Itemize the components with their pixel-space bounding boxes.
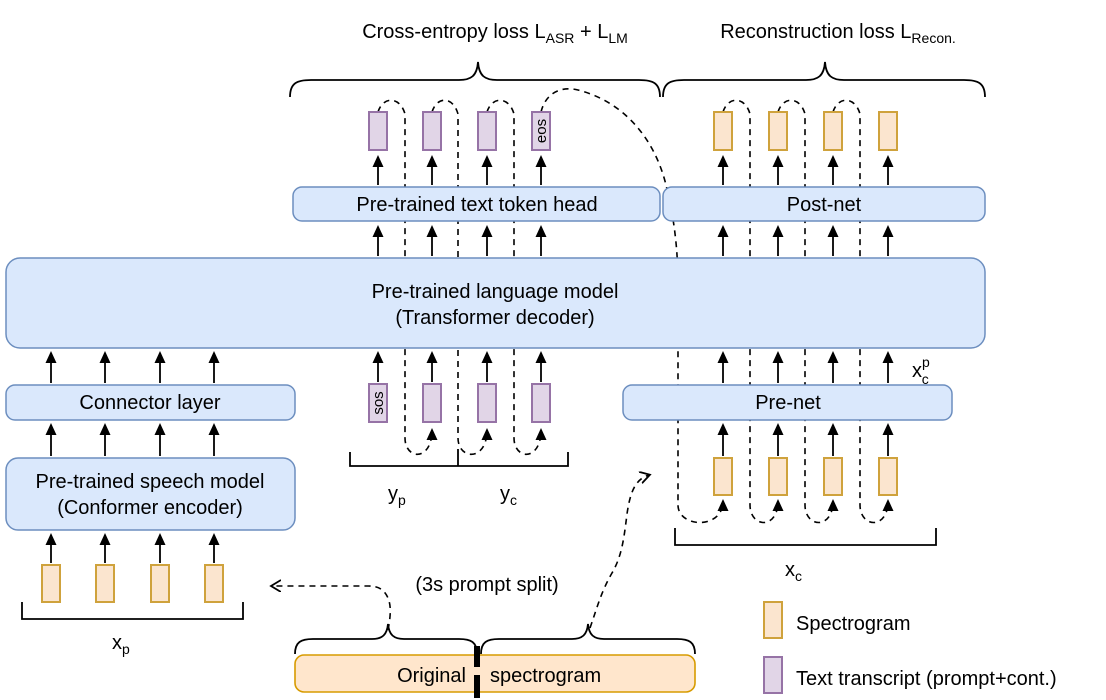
spec-prompt-input-token xyxy=(150,564,170,603)
spec-prompt-input-token xyxy=(41,564,61,603)
spec-output-token xyxy=(878,111,898,151)
legend-text-transcript-label: Text transcript (prompt+cont.) xyxy=(796,668,1057,690)
original-spectrogram-box xyxy=(294,654,696,693)
original-spectrogram: Original spectrogram xyxy=(294,646,696,698)
speech-model-label-line1: Pre-trained speech model xyxy=(35,471,264,493)
post-net-label: Post-net xyxy=(787,194,862,216)
prompt-segment-brace xyxy=(294,623,478,655)
cross-entropy-brace xyxy=(289,61,661,98)
spec-prompt-input-token xyxy=(204,564,224,603)
spec-output-token xyxy=(713,111,733,151)
x-p-bracket xyxy=(21,602,244,620)
speech-model-box xyxy=(5,457,296,531)
speech-model-label-line2: (Conformer encoder) xyxy=(57,497,243,519)
text-token-head-label: Pre-trained text token head xyxy=(356,194,597,216)
post-net-box xyxy=(662,186,986,222)
token-cells: eos sos xyxy=(41,111,898,603)
sos-token-label: sos xyxy=(370,391,387,414)
y-c-label: yc xyxy=(500,483,517,508)
legend-spectrogram-swatch xyxy=(763,601,783,639)
legend-text-transcript-swatch xyxy=(763,656,783,694)
text-output-token xyxy=(368,111,388,151)
pre-net-label: Pre-net xyxy=(755,392,821,414)
y-p-label: yp xyxy=(388,483,406,508)
spec-cont-input-token xyxy=(878,457,898,496)
spec-output-token xyxy=(768,111,788,151)
text-output-token xyxy=(477,111,497,151)
original-spectrogram-label-left: Original xyxy=(397,665,466,687)
legend: Spectrogram Text transcript (prompt+cont… xyxy=(763,601,1057,694)
text-input-token xyxy=(477,383,497,423)
text-input-token xyxy=(422,383,442,423)
loss-titles: Cross-entropy loss LASR + LLM Reconstruc… xyxy=(362,21,956,46)
reconstruction-brace xyxy=(662,61,986,98)
cross-entropy-loss-title: Cross-entropy loss LASR + LLM xyxy=(362,21,628,46)
dashed-feedback-loops xyxy=(272,88,894,631)
flow-arrows xyxy=(45,155,894,563)
sos-token xyxy=(368,383,388,423)
text-input-token xyxy=(531,383,551,423)
x-c-label: xc xyxy=(785,559,802,584)
connector-layer-label: Connector layer xyxy=(79,392,221,414)
split-tick-bottom xyxy=(474,675,480,698)
x-c-bracket xyxy=(674,528,937,546)
original-spectrogram-label-right: spectrogram xyxy=(490,665,601,687)
pre-net-box xyxy=(622,384,953,421)
connector-layer-box xyxy=(5,384,296,421)
braces xyxy=(21,61,986,655)
prompt-split-arrow xyxy=(272,586,392,631)
spec-cont-input-token xyxy=(713,457,733,496)
reconstruction-loss-title: Reconstruction loss LRecon. xyxy=(720,21,956,46)
eos-token xyxy=(531,111,551,151)
language-model-box xyxy=(5,257,986,349)
continuation-split-arrow xyxy=(589,475,649,629)
spec-output-token xyxy=(823,111,843,151)
eos-token-label: eos xyxy=(533,119,550,143)
legend-spectrogram-label: Spectrogram xyxy=(796,613,911,635)
continuation-segment-brace xyxy=(480,623,696,655)
spec-cont-input-token xyxy=(823,457,843,496)
model-boxes: Pre-trained text token head Post-net Pre… xyxy=(5,186,986,531)
prompt-split-label: (3s prompt split) xyxy=(415,574,558,596)
spec-cont-input-token xyxy=(768,457,788,496)
text-output-token xyxy=(422,111,442,151)
x-p-label: xp xyxy=(112,632,130,657)
language-model-label-line2: (Transformer decoder) xyxy=(395,307,594,329)
split-tick-top xyxy=(474,646,480,667)
language-model-label-line1: Pre-trained language model xyxy=(372,281,619,303)
spec-prompt-input-token xyxy=(95,564,115,603)
text-token-head-box xyxy=(292,186,661,222)
y-bracket xyxy=(349,452,569,467)
